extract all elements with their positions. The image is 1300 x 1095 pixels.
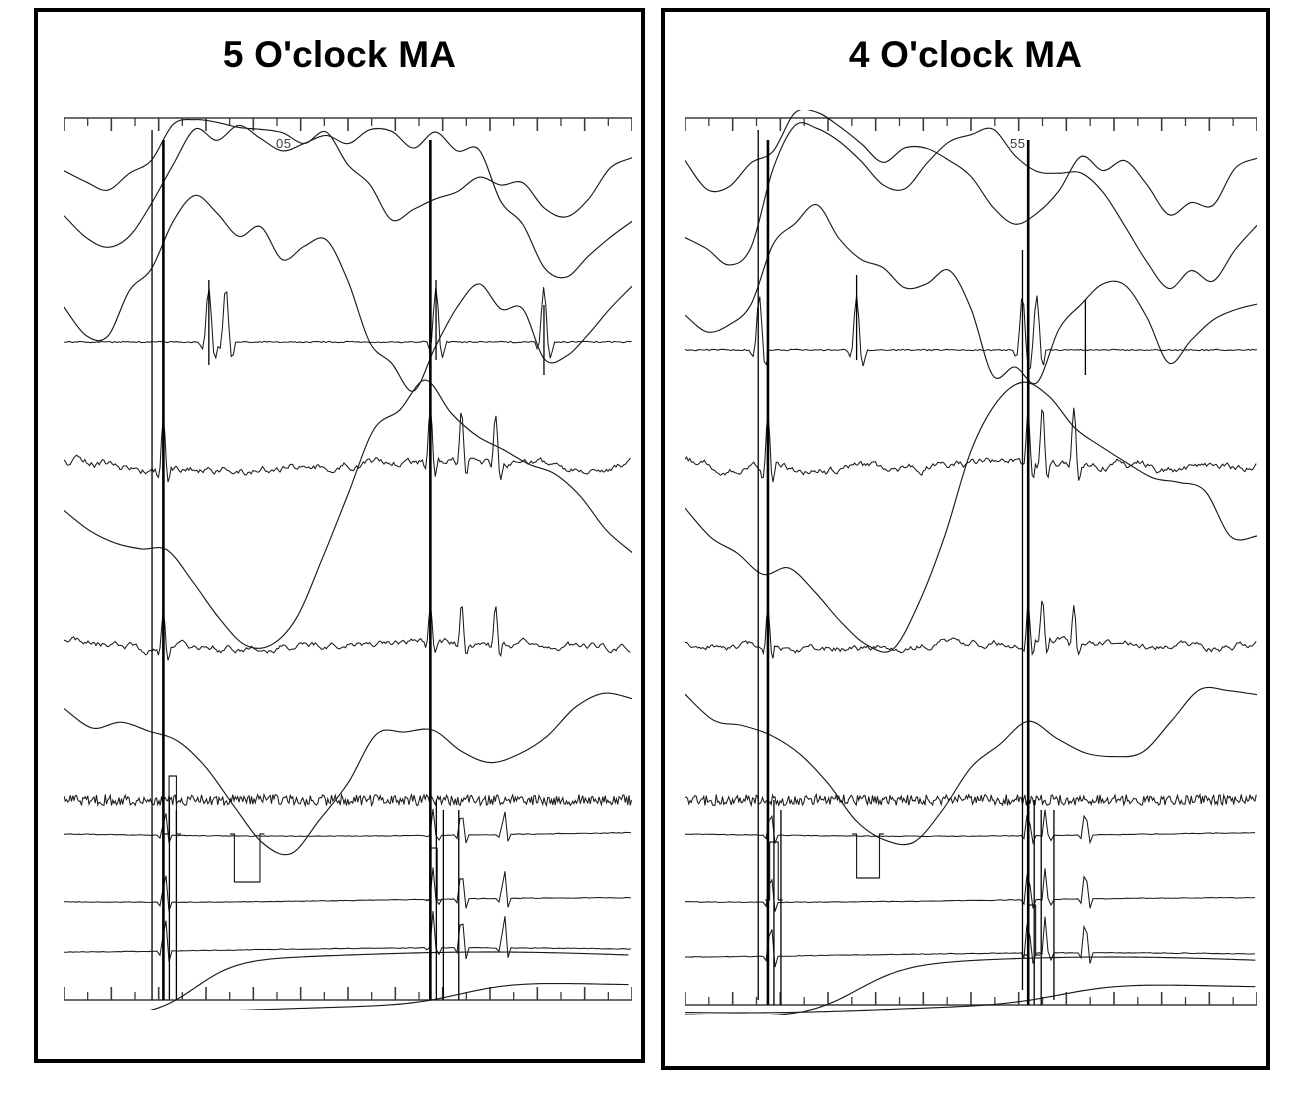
drift-trace-2 [685, 984, 1256, 1014]
trace-canvas-left [64, 117, 632, 1010]
trace-top-3 [64, 194, 632, 392]
calibration-pulse-2 [229, 833, 265, 883]
trace-top-2 [64, 124, 632, 279]
calibration-pulse-1 [164, 775, 182, 835]
trace-emg-noise [64, 792, 632, 808]
trace-emg-noise [685, 792, 1257, 808]
calibration-pulse-2 [852, 833, 885, 879]
trace-flat-1 [685, 809, 1256, 845]
trace-mid-c [685, 600, 1257, 659]
trace-top-1 [64, 118, 632, 222]
artifact-marker-2 [429, 140, 445, 1000]
plot-area-left [64, 110, 632, 1010]
trace-mid-c [64, 604, 631, 661]
panel-title-right: 4 O'clock MA [848, 34, 1083, 75]
time-axis-top [685, 117, 1257, 131]
trace-mid-b [64, 379, 632, 649]
trace-top-baseline [685, 295, 1257, 370]
epoch-label-right: 55 [1010, 136, 1026, 151]
trace-mid-a [685, 407, 1257, 483]
time-axis-bottom [685, 992, 1257, 1006]
epoch-label-left: 05 [276, 136, 292, 151]
panel-4-oclock: 4 O'clock MA [661, 8, 1270, 1070]
artifact-marker-1 [766, 140, 782, 1005]
trace-flat-2 [64, 867, 632, 912]
trace-flat-3 [685, 916, 1256, 968]
time-axis-bottom [64, 987, 632, 1001]
artifact-marker-2 [1026, 140, 1042, 1005]
drift-trace-1 [149, 951, 629, 1010]
trace-mid-d [64, 692, 632, 856]
trace-top-2 [685, 122, 1257, 290]
time-axis-top [64, 117, 632, 131]
trace-canvas-right [685, 110, 1257, 1015]
plot-area-right [685, 110, 1257, 1015]
trace-mid-d [685, 686, 1257, 846]
trace-flat-2 [685, 868, 1256, 912]
artifact-marker-1 [162, 140, 178, 1000]
drift-trace-2 [239, 982, 629, 1010]
trace-top-baseline [64, 287, 632, 360]
trace-flat-1 [64, 808, 632, 844]
panel-title-left: 5 O'clock MA [222, 34, 457, 75]
trace-flat-3 [64, 911, 632, 962]
drift-trace-1 [685, 956, 1256, 1015]
trace-mid-a [64, 407, 631, 483]
panel-5-oclock: 5 O'clock MA [34, 8, 645, 1063]
trace-top-1 [685, 110, 1257, 225]
trace-top-3 [685, 204, 1257, 385]
trace-mid-b [685, 381, 1257, 653]
